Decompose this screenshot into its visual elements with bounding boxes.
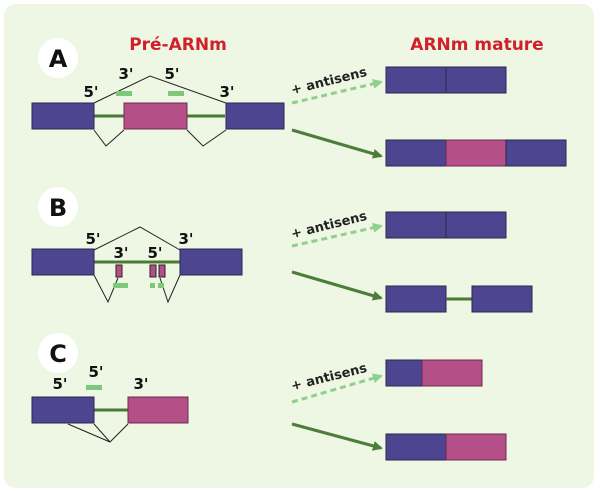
mature-exon-3: [505, 139, 567, 167]
antisense-oligo: [158, 283, 164, 288]
exon-1: [31, 396, 95, 424]
mature-exon-1: [385, 139, 447, 167]
normal-splicing-arrow: [291, 422, 383, 451]
normal-splicing-arrow: [291, 270, 383, 301]
cryptic-exon-fragment: [115, 264, 123, 278]
antisense-arrow: [291, 222, 383, 248]
panel-a: A 5' 3' 5' 3' + antisens: [31, 38, 567, 167]
panel-b-letter: B: [49, 194, 67, 222]
splice-path-lower: [93, 274, 119, 304]
panel-b-badge: [38, 187, 78, 227]
splice-site-3-label: 3': [113, 244, 128, 262]
normal-splicing-arrow: [291, 128, 383, 159]
mature-exon-1: [385, 211, 447, 239]
antisense-oligo: [113, 283, 128, 288]
antisense-label: + antisens: [290, 209, 369, 242]
exon-2: [127, 396, 189, 424]
mature-exon-2: [445, 433, 507, 461]
mature-exon-2: [445, 139, 507, 167]
antisense-arrow: [291, 78, 383, 105]
pre-mrna-header: Pré-ARNm: [129, 35, 227, 55]
panel-a-letter: A: [49, 45, 68, 73]
exon-1: [31, 248, 95, 276]
splice-site-3-label: 3': [133, 375, 148, 393]
splice-site-5-label: 5': [83, 83, 98, 101]
splice-path-upper: [93, 226, 181, 251]
mature-exon-1-short: [385, 359, 423, 387]
exon-1: [31, 102, 95, 130]
antisense-arrow: [291, 373, 383, 404]
splice-site-5-label: 5': [85, 230, 100, 248]
splice-path-lower: [93, 129, 125, 147]
antisense-label: + antisens: [290, 65, 369, 98]
mature-exon-2: [445, 211, 507, 239]
cryptic-exon-fragment: [149, 264, 157, 278]
splice-site-5-label: 5': [147, 244, 162, 262]
antisense-label: + antisens: [290, 361, 369, 394]
mature-exon-1: [385, 66, 447, 94]
panel-c-badge: [38, 333, 78, 373]
cryptic-exon-fragment: [158, 264, 166, 278]
antisense-oligo: [168, 91, 184, 96]
antisense-oligo: [116, 91, 132, 96]
splice-path-lower: [159, 274, 181, 304]
splice-site-5-label: 5': [164, 65, 179, 83]
cryptic-site-5-label: 5': [88, 363, 103, 381]
antisense-oligo: [86, 385, 102, 390]
exon-2-alternative: [123, 102, 188, 130]
panel-b: B 5' 3' 5' 3' +: [31, 187, 533, 313]
exon-3: [225, 102, 285, 130]
exon-skipping-splice-path: [93, 75, 227, 104]
exon-2: [179, 248, 243, 276]
splice-path-lower: [186, 129, 227, 147]
mature-exon-2: [471, 285, 533, 313]
splice-site-5-label: 5': [52, 375, 67, 393]
antisense-oligo: [150, 283, 155, 288]
mature-exon-3: [445, 66, 507, 94]
mature-exon-1: [385, 433, 447, 461]
panel-c-letter: C: [49, 340, 67, 368]
mature-mrna-header: ARNm mature: [410, 35, 543, 55]
panel-c: C 5' 5' 3' + antisens: [31, 333, 507, 461]
splice-path-lower: [93, 423, 111, 443]
mature-exon-2: [421, 359, 483, 387]
splice-site-3-label: 3': [118, 65, 133, 83]
alternative-splice-path: [67, 423, 129, 443]
mature-exon-1: [385, 285, 447, 313]
panel-a-badge: [38, 38, 78, 78]
splice-site-3-label: 3': [219, 83, 234, 101]
splice-site-3-label: 3': [178, 230, 193, 248]
